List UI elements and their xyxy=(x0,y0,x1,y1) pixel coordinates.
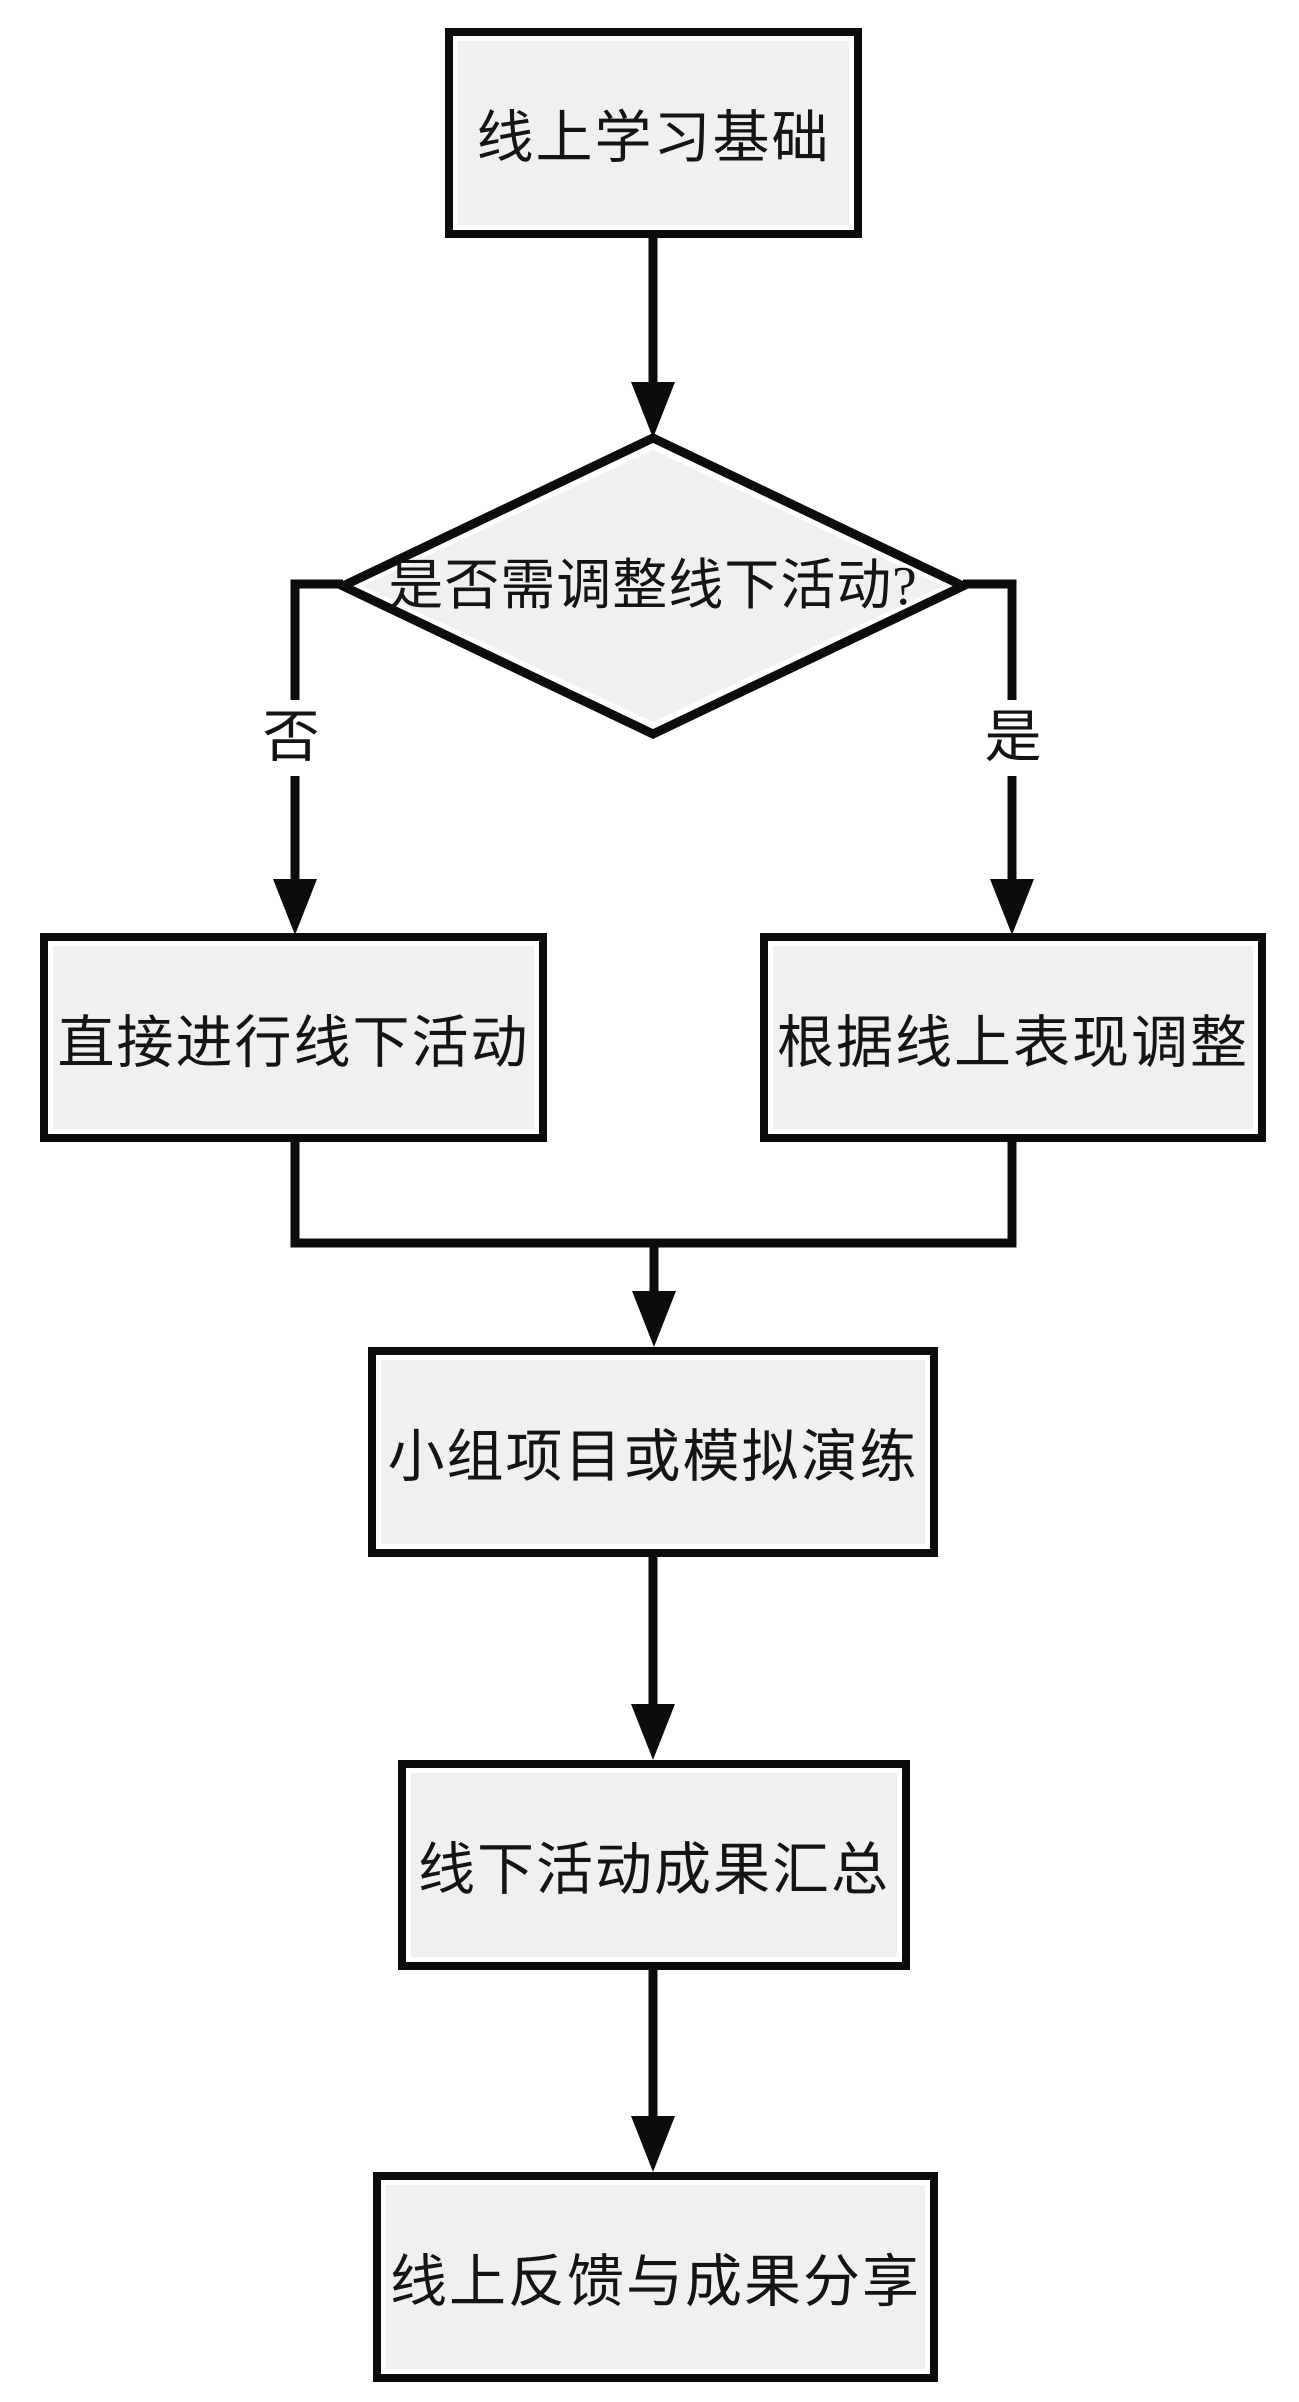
merge-node: 小组项目或模拟演练 xyxy=(368,1347,938,1557)
no-branch-node: 直接进行线下活动 xyxy=(40,933,547,1142)
arrowhead-summary xyxy=(631,1704,675,1760)
summary-node: 线下活动成果汇总 xyxy=(398,1760,910,1970)
final-node-label: 线上反馈与成果分享 xyxy=(390,2251,921,2314)
start-node: 线上学习基础 xyxy=(445,28,862,238)
connector-decision-yes xyxy=(963,579,1017,886)
decision-node-label: 是否需调整线下活动? xyxy=(388,555,918,616)
arrowhead-final xyxy=(631,2116,675,2172)
arrowhead-merge xyxy=(632,1291,676,1347)
connector-merge-rail xyxy=(290,1142,1017,1248)
arrowhead-yes-branch xyxy=(990,879,1034,935)
start-node-label: 线上学习基础 xyxy=(476,107,831,170)
merge-node-label: 小组项目或模拟演练 xyxy=(387,1426,919,1489)
edge-label-no: 否 xyxy=(256,700,326,776)
arrowhead-start-decision xyxy=(631,382,675,438)
decision-diamond-fill xyxy=(363,450,943,722)
edge-label-yes: 是 xyxy=(978,700,1048,776)
connector-decision-no xyxy=(290,579,343,886)
arrowhead-no-branch xyxy=(273,879,317,935)
summary-node-label: 线下活动成果汇总 xyxy=(418,1839,890,1902)
yes-branch-node-label: 根据线上表现调整 xyxy=(777,1011,1249,1075)
yes-branch-node: 根据线上表现调整 xyxy=(760,933,1266,1142)
no-branch-node-label: 直接进行线下活动 xyxy=(57,1011,530,1075)
final-node: 线上反馈与成果分享 xyxy=(373,2172,938,2382)
